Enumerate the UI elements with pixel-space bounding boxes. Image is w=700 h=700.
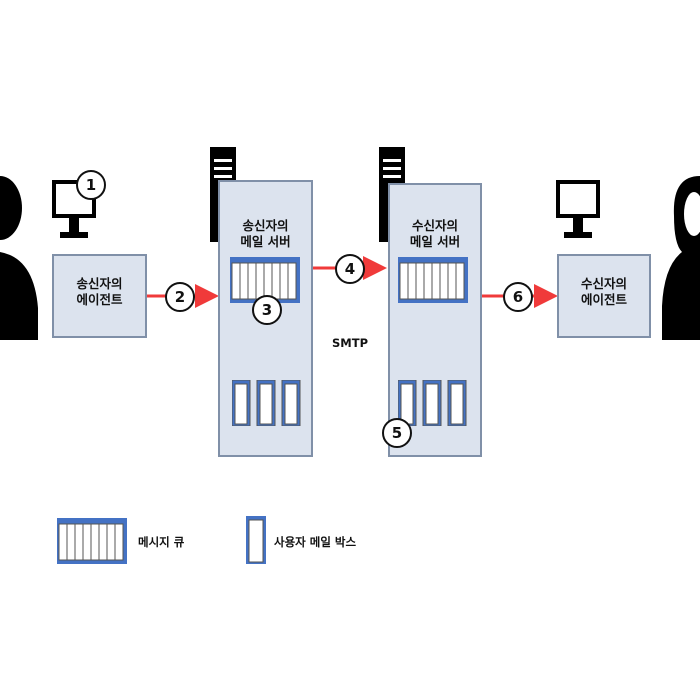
step-6-badge: 6	[503, 282, 533, 312]
receiver-mail-server-label: 수신자의 메일 서버	[409, 218, 461, 250]
person-female-icon	[662, 176, 700, 340]
receiver-agent-label: 수신자의 에이전트	[580, 276, 627, 308]
sender-agent-label: 송신자의 에이전트	[76, 276, 123, 308]
mailbox-group-icon	[398, 380, 467, 426]
receiver-agent-box: 수신자의 에이전트	[557, 254, 651, 338]
protocol-label: SMTP	[332, 336, 368, 350]
step-4-badge: 4	[335, 254, 365, 284]
step-5-badge: 5	[382, 418, 412, 448]
step-3-badge: 3	[252, 295, 282, 325]
step-1-badge: 1	[76, 170, 106, 200]
monitor-icon	[556, 180, 600, 238]
sender-agent-box: 송신자의 에이전트	[52, 254, 147, 338]
message-queue-icon	[398, 257, 468, 303]
legend-message-queue-icon	[57, 518, 127, 564]
legend-message-queue-label: 메시지 큐	[138, 535, 185, 549]
step-2-badge: 2	[165, 282, 195, 312]
sender-mail-server-label: 송신자의 메일 서버	[240, 218, 291, 250]
legend-mailbox-icon	[246, 516, 266, 564]
person-icon	[0, 176, 38, 340]
legend-mailbox-label: 사용자 메일 박스	[274, 535, 357, 549]
mailbox-group-icon	[232, 380, 301, 426]
